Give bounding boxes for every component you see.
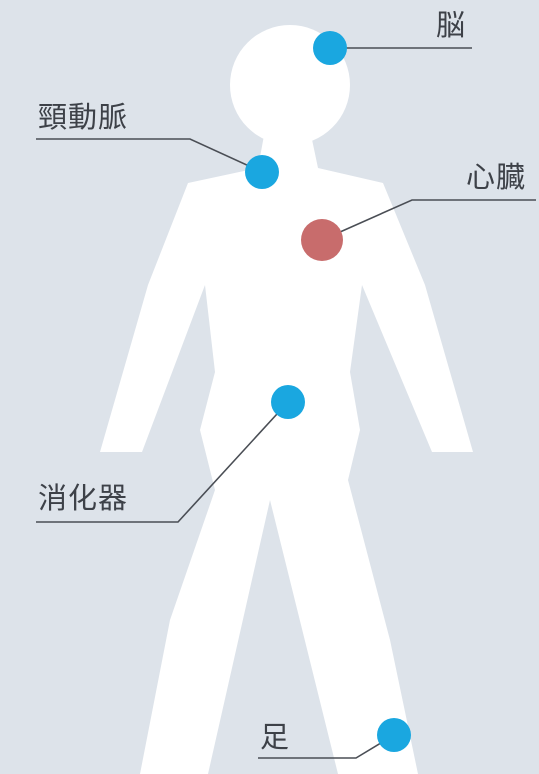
carotid-marker [245, 155, 279, 189]
brain-label: 脳 [436, 8, 467, 42]
heart-label: 心臓 [466, 160, 527, 194]
heart-marker [301, 219, 343, 261]
foot-marker [377, 718, 411, 752]
digestive-leader-line [36, 401, 289, 523]
foot-label: 足 [260, 720, 291, 754]
carotid-leader-line [36, 138, 263, 173]
carotid-label: 頸動脈 [38, 100, 129, 134]
digestive-label: 消化器 [38, 481, 129, 515]
leader-lines [36, 47, 536, 759]
digestive-marker [271, 385, 305, 419]
brain-marker [313, 31, 347, 65]
heart-leader-line [321, 199, 536, 241]
markers [245, 31, 411, 752]
torso-arms-shape [100, 130, 473, 774]
